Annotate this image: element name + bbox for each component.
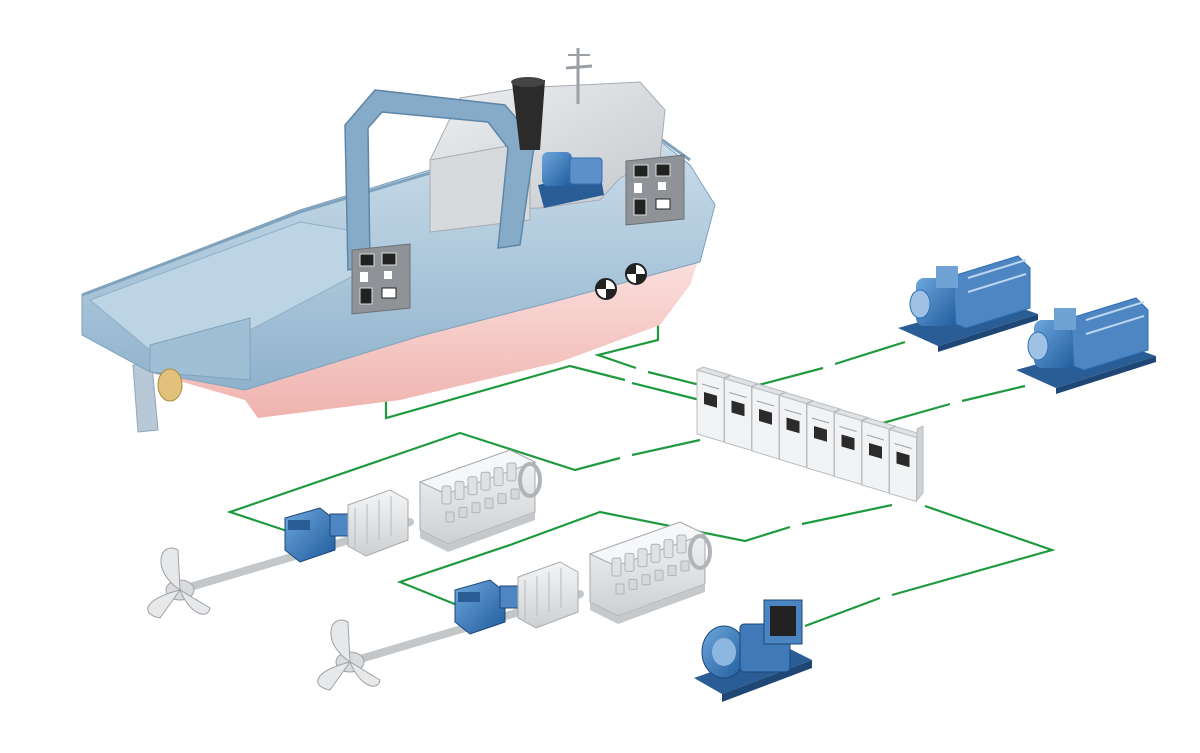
rudder [132, 364, 159, 433]
wire-panel-fwd-to-switchboard-b [647, 370, 701, 387]
switchboard-cabinet [750, 383, 787, 460]
onboard-genset [538, 152, 604, 208]
electric-motor-icon [284, 507, 349, 563]
diesel-engine-icon [418, 449, 542, 552]
switchboard-cabinet [860, 417, 897, 494]
wire-emergency-genset-to-switchboard [804, 596, 881, 628]
wire-motor-stbd-to-switchboard-b [801, 503, 893, 526]
switchboard-cabinet [888, 425, 924, 503]
diesel-engine-icon [588, 521, 712, 624]
wire-panel-aft-to-switchboard-b [631, 381, 701, 402]
propeller-icon [317, 619, 381, 691]
electric-motor-icon [454, 579, 519, 635]
switchboard-cabinet [833, 408, 869, 486]
wire-emergency-genset-to-switchboard-b [891, 504, 1056, 597]
wire-genset2-to-switchboard-b [961, 384, 1026, 403]
propulsion-line-starboard [317, 521, 712, 691]
wire-genset1-to-switchboard-b [834, 340, 906, 366]
genset-2 [1016, 297, 1156, 394]
bridge-control-panel-fwd [625, 154, 685, 226]
stern-propeller [157, 368, 183, 402]
switchboard-cabinet [695, 366, 732, 443]
main-switchboard [695, 366, 924, 503]
switchboard-cabinet [805, 400, 842, 477]
gearbox [517, 561, 579, 629]
propulsion-line-port [147, 449, 542, 619]
funnel [512, 80, 545, 150]
mast-yard [565, 64, 593, 70]
stern-box [149, 317, 251, 381]
switchboard-cabinet [778, 391, 814, 469]
draft-mark-icon [595, 278, 617, 300]
wire-motor-stbd-to-switchboard [396, 510, 791, 609]
gearbox [347, 489, 409, 557]
wire-genset1-to-switchboard [754, 366, 824, 388]
wire-motor-port-to-switchboard-b [631, 438, 701, 457]
emergency-genset [694, 599, 812, 702]
tug-hull [81, 48, 716, 433]
propeller-icon [147, 547, 211, 619]
funnel-top [511, 77, 545, 87]
genset-1 [898, 255, 1038, 352]
switchboard-side [916, 425, 924, 502]
bridge-control-panel-aft [351, 243, 411, 315]
draft-mark-icon-2 [625, 263, 647, 285]
wire-motor-port-to-switchboard [226, 431, 621, 534]
